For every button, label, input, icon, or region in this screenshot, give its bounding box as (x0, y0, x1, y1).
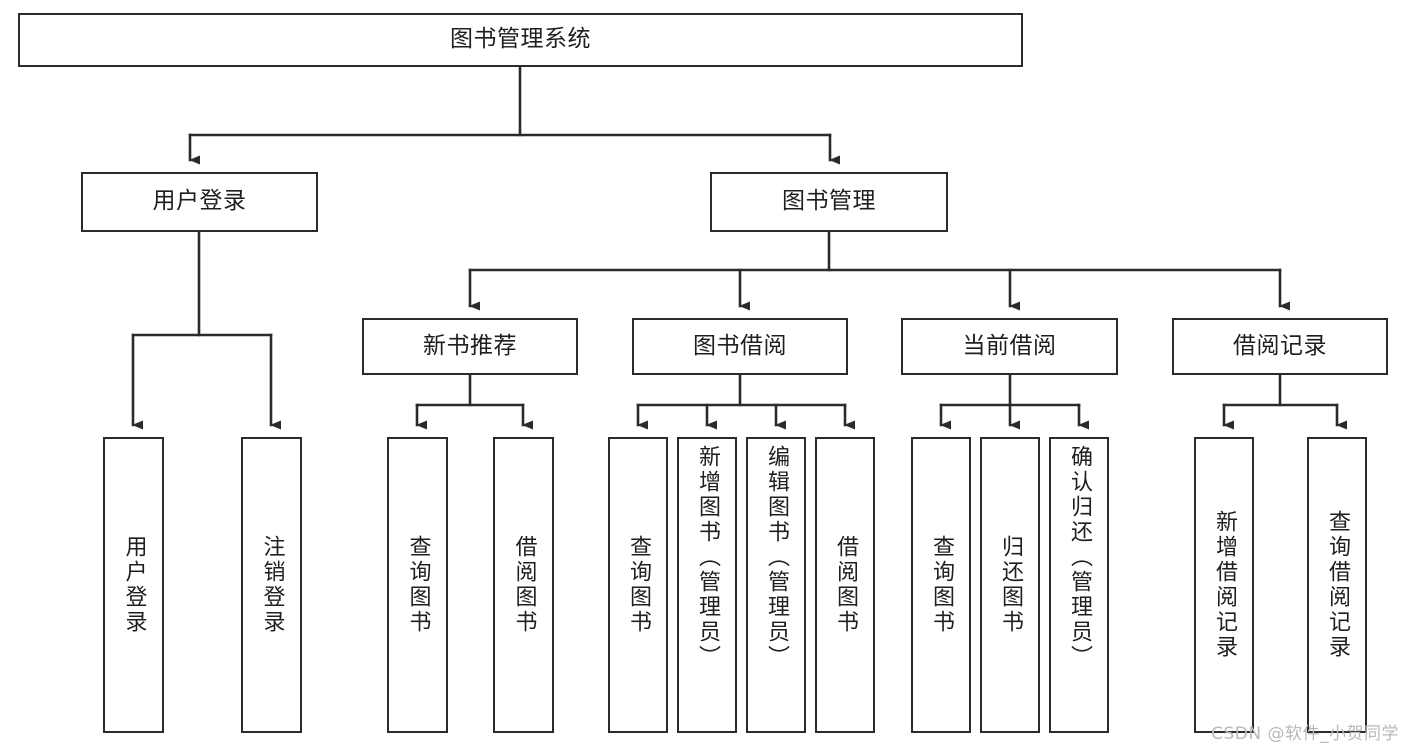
leaf-add-book[interactable]: 新增图书（管理员） (677, 437, 737, 733)
node-root[interactable]: 图书管理系统 (18, 13, 1023, 67)
node-user-login-label: 用户登录 (152, 188, 247, 215)
node-user-login[interactable]: 用户登录 (81, 172, 318, 232)
node-borrow-record-label: 借阅记录 (1233, 332, 1327, 359)
leaf-query-borrow-record-label: 查询借阅记录 (1324, 510, 1350, 660)
leaf-confirm-return[interactable]: 确认归还（管理员） (1049, 437, 1109, 733)
leaf-borrow-book-2[interactable]: 借阅图书 (815, 437, 875, 733)
leaf-user-login[interactable]: 用户登录 (103, 437, 164, 733)
leaf-logout-label: 注销登录 (259, 535, 285, 635)
leaf-add-book-label: 新增图书（管理员） (694, 445, 720, 670)
leaf-query-borrow-record[interactable]: 查询借阅记录 (1307, 437, 1367, 733)
leaf-borrow-book-1-label: 借阅图书 (511, 535, 537, 635)
node-borrow-record[interactable]: 借阅记录 (1172, 318, 1388, 375)
leaf-confirm-return-label: 确认归还（管理员） (1066, 445, 1092, 670)
leaf-borrow-book-2-label: 借阅图书 (832, 535, 858, 635)
node-new-book-recommend-label: 新书推荐 (423, 332, 517, 359)
leaf-query-book-1[interactable]: 查询图书 (387, 437, 448, 733)
leaf-borrow-book-1[interactable]: 借阅图书 (493, 437, 554, 733)
node-book-manage-label: 图书管理 (782, 188, 876, 215)
leaf-add-borrow-record[interactable]: 新增借阅记录 (1194, 437, 1254, 733)
leaf-logout[interactable]: 注销登录 (241, 437, 302, 733)
node-book-borrow[interactable]: 图书借阅 (632, 318, 848, 375)
leaf-query-book-2-label: 查询图书 (625, 535, 651, 635)
leaf-query-book-2[interactable]: 查询图书 (608, 437, 668, 733)
leaf-edit-book-label: 编辑图书（管理员） (763, 445, 789, 670)
leaf-user-login-label: 用户登录 (121, 535, 147, 635)
leaf-return-book[interactable]: 归还图书 (980, 437, 1040, 733)
node-book-borrow-label: 图书借阅 (693, 332, 787, 359)
node-current-borrow[interactable]: 当前借阅 (901, 318, 1118, 375)
leaf-query-book-3-label: 查询图书 (928, 535, 954, 635)
leaf-query-book-3[interactable]: 查询图书 (911, 437, 971, 733)
node-current-borrow-label: 当前借阅 (962, 332, 1057, 359)
leaf-query-book-1-label: 查询图书 (405, 535, 431, 635)
leaf-edit-book[interactable]: 编辑图书（管理员） (746, 437, 806, 733)
leaf-add-borrow-record-label: 新增借阅记录 (1211, 510, 1237, 660)
node-new-book-recommend[interactable]: 新书推荐 (362, 318, 578, 375)
node-root-label: 图书管理系统 (450, 26, 591, 53)
leaf-return-book-label: 归还图书 (997, 535, 1023, 635)
csdn-watermark: CSDN @软件_小贺同学 (1211, 724, 1399, 744)
node-book-manage[interactable]: 图书管理 (710, 172, 948, 232)
